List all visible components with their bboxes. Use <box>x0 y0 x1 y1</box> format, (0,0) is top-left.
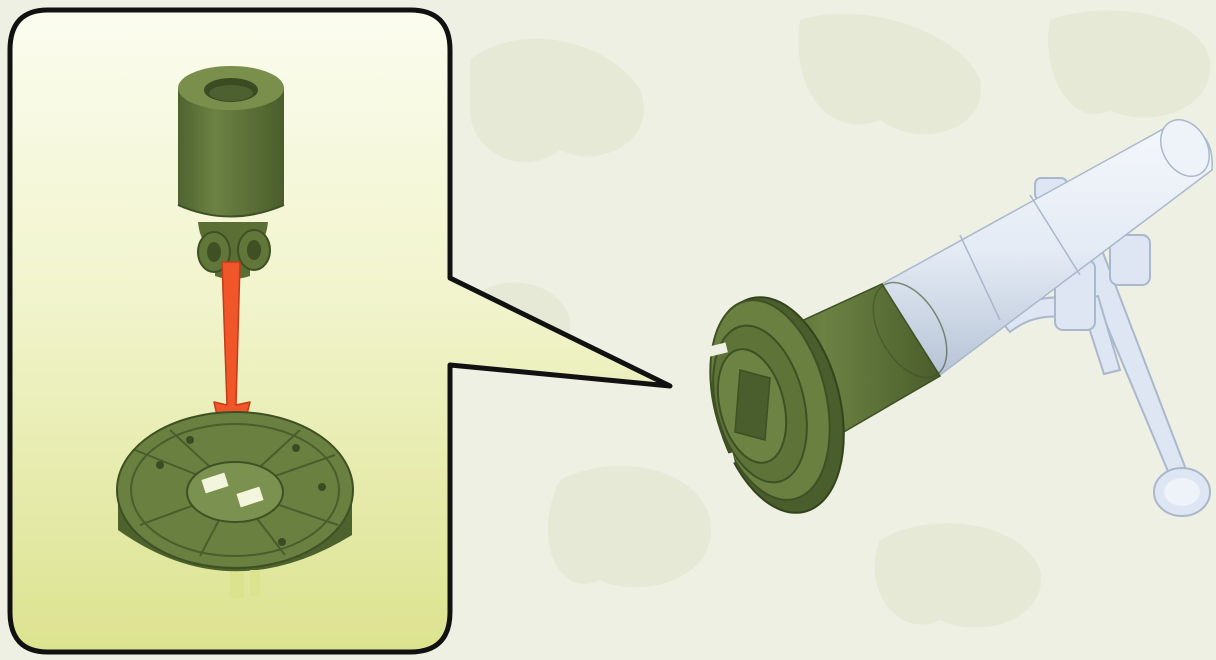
barrel <box>880 111 1216 375</box>
mortar-assembly <box>691 111 1216 527</box>
